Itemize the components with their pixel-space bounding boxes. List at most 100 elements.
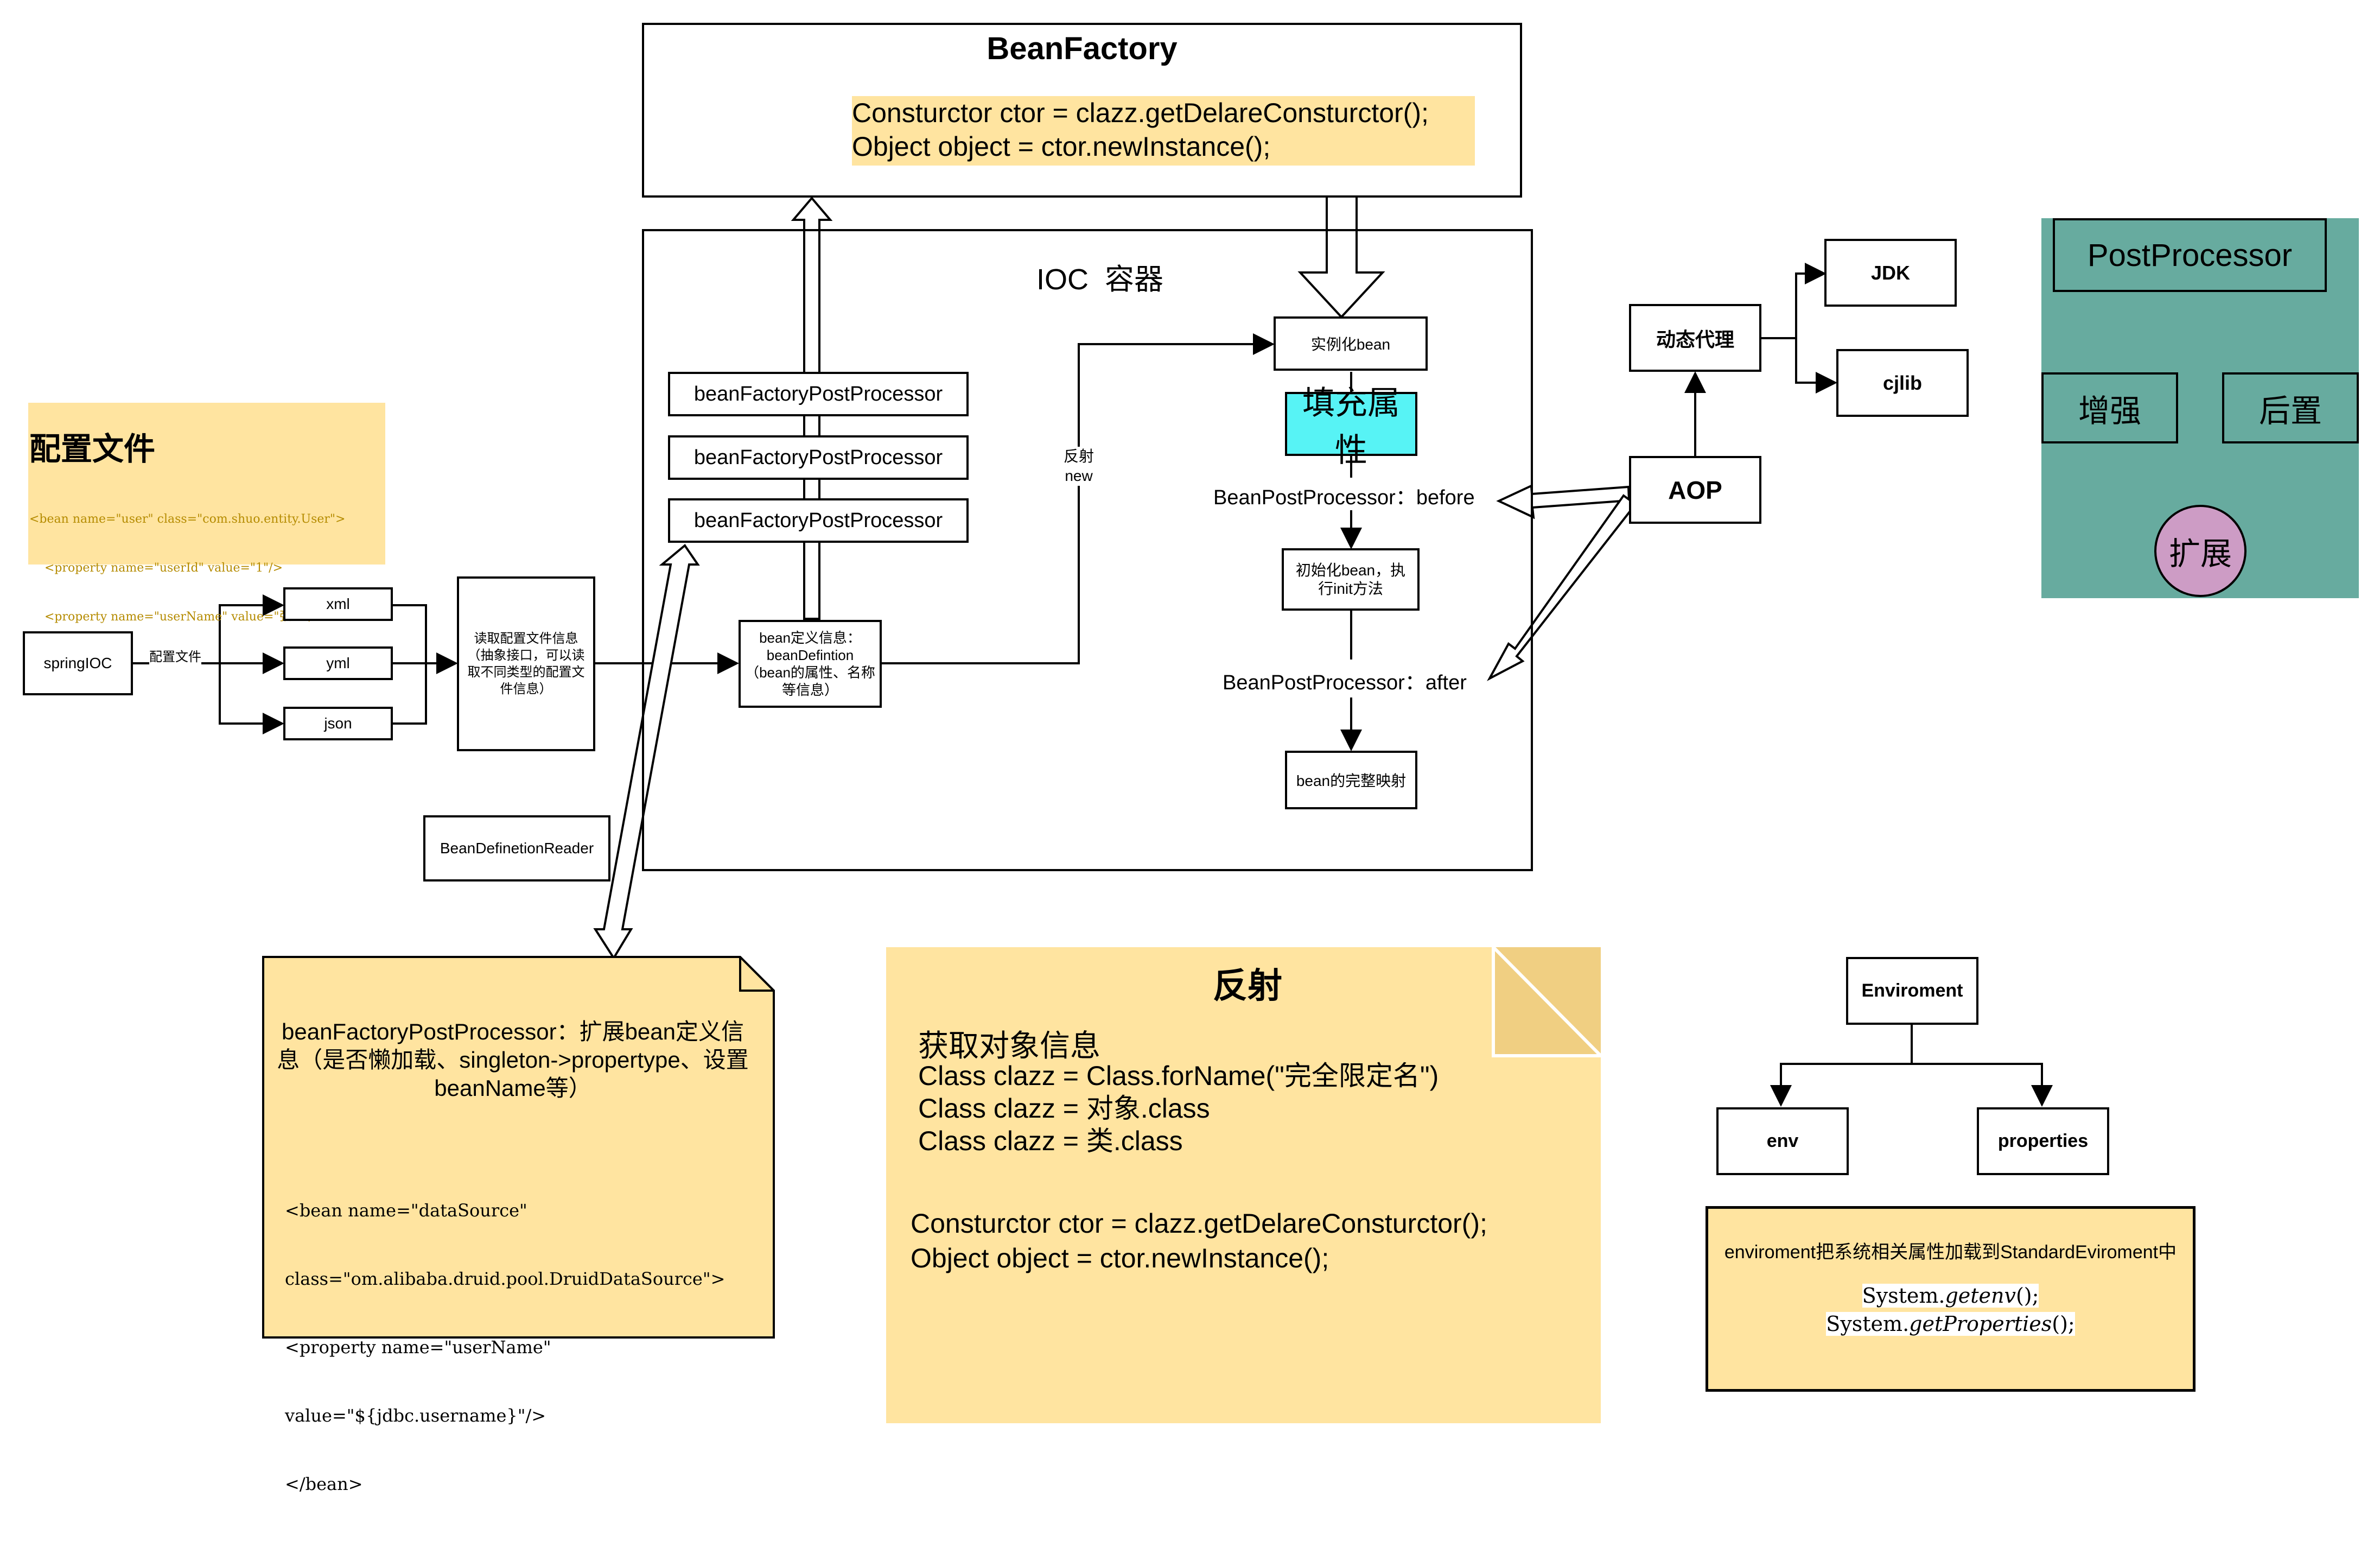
config-code-line-3: <property name="userName" value="张三"/> (29, 610, 323, 624)
reflection-line-3: Class clazz = 类.class (918, 1126, 1183, 1156)
bfpp-box-2: beanFactoryPostProcessor (668, 435, 969, 480)
reflect-new-label: 反射 new (1053, 447, 1105, 486)
env-code1-tail: (); (2015, 1284, 2039, 1308)
enviroment-note: enviroment把系统相关属性加载到StandardEviroment中 S… (1706, 1206, 2196, 1392)
diagram-canvas: BeanFactory Consturctor ctor = clazz.get… (23, 23, 2359, 1494)
instantiate-bean-label: 实例化bean (1310, 336, 1391, 353)
init-bean-label: 初始化bean，执行init方法 (1295, 561, 1406, 597)
enhance-label: 增强 (2078, 393, 2141, 429)
instantiate-bean-box: 实例化bean (1274, 316, 1428, 371)
bfpp-label-1: beanFactoryPostProcessor (693, 382, 943, 405)
ioc-container (642, 229, 1533, 871)
enviroment-code-line-2: System.getProperties(); (1708, 1312, 2193, 1336)
bean-factory-code-line2: Object object = ctor.newInstance(); (852, 131, 1271, 162)
bean-factory-title: BeanFactory (987, 31, 1178, 66)
extend-circle: 扩展 (2154, 505, 2247, 597)
format-xml-box: xml (283, 587, 393, 621)
post-after-box: 后置 (2222, 372, 2359, 443)
bean-definition-reader-label: BeanDefinetionReader (440, 840, 594, 857)
config-code-line-2: <property name="userId" value="1"/> (29, 561, 283, 575)
reflection-code: Consturctor ctor = clazz.getDelareConstu… (911, 1206, 1487, 1276)
reader-desc-label: 读取配置文件信息（抽象接口，可以读取不同类型的配置文件信息） (467, 631, 585, 696)
bean-factory-code-line1: Consturctor ctor = clazz.getDelareConstu… (852, 98, 1429, 128)
bean-definition-box: bean定义信息：beanDefintion（bean的属性、名称等信息） (739, 620, 882, 708)
bean-definition-reader-box: BeanDefinetionReader (423, 815, 610, 882)
edge-env-tree (1770, 1025, 1913, 1107)
format-yml-box: yml (283, 646, 393, 680)
bfpp-label-2: beanFactoryPostProcessor (693, 446, 943, 469)
bfpp-box-3: beanFactoryPostProcessor (668, 498, 969, 543)
bfpp-code-line-5: </bean> (285, 1474, 363, 1494)
enviroment-code-line-1: System.getenv(); (1708, 1284, 2193, 1308)
populate-properties-label: 填充属性 (1302, 385, 1400, 468)
edge-env-tree-right (1912, 1063, 2053, 1107)
bfpp-code-line-3: <property name="userName" (285, 1337, 551, 1358)
jdk-label: JDK (1870, 261, 1911, 284)
bfpp-note-text: beanFactoryPostProcessor：扩展bean定义信息（是否懒加… (277, 1019, 749, 1101)
env-code1-method: getenv (1945, 1284, 2016, 1308)
env-code2-tail: (); (2052, 1312, 2075, 1336)
config-file-note: 配置文件 <bean name="user" class="com.shuo.e… (28, 403, 385, 673)
reflection-line-2: Class clazz = 对象.class (918, 1093, 1210, 1124)
bfpp-note-code: <bean name="dataSource" class="om.alibab… (285, 1153, 725, 1541)
cjlib-label: cjlib (1882, 371, 1923, 394)
edge-beandef-to-instantiate (881, 333, 1275, 664)
edge-xml-to-reader (393, 604, 427, 663)
bfpp-label-3: beanFactoryPostProcessor (693, 509, 943, 532)
env-code2-obj: System. (1826, 1312, 1910, 1336)
post-processor-box: PostProcessor (2053, 218, 2327, 292)
bfpp-box-1: beanFactoryPostProcessor (668, 372, 969, 416)
aop-box: AOP (1629, 456, 1761, 524)
spring-ioc-box: springIOC (23, 631, 133, 695)
jdk-box: JDK (1824, 239, 1957, 307)
extend-label: 扩展 (2168, 536, 2232, 572)
aop-label: AOP (1668, 475, 1722, 504)
reader-desc-box: 读取配置文件信息（抽象接口，可以读取不同类型的配置文件信息） (457, 576, 595, 751)
env-code2-method: getProperties (1909, 1312, 2052, 1336)
config-file-title: 配置文件 (29, 432, 156, 467)
bpp-before-label: BeanPostProcessor：before (1213, 480, 1475, 510)
bean-factory-code: Consturctor ctor = clazz.getDelareConstu… (852, 96, 1475, 166)
edge-spring-to-json (219, 663, 284, 734)
format-json-box: json (283, 707, 393, 740)
complete-bean-box: bean的完整映射 (1285, 751, 1417, 809)
config-edge-label: 配置文件 (149, 646, 201, 665)
post-processor-label: PostProcessor (2087, 237, 2293, 273)
format-xml-label: xml (326, 595, 350, 612)
new-label: new (1065, 467, 1093, 484)
init-bean-box: 初始化bean，执行init方法 (1282, 548, 1420, 611)
enviroment-note-text: enviroment把系统相关属性加载到StandardEviroment中 (1724, 1242, 2177, 1263)
populate-properties-box: 填充属性 (1285, 385, 1417, 468)
spring-ioc-label: springIOC (43, 655, 112, 671)
edge-proxy-to-cjlib (1795, 338, 1837, 394)
env-box: env (1716, 1107, 1849, 1175)
bfpp-code-line-1: <bean name="dataSource" (285, 1200, 527, 1221)
bpp-after-label: BeanPostProcessor：after (1223, 665, 1467, 695)
dynamic-proxy-box: 动态代理 (1629, 304, 1761, 372)
edge-json-to-reader (393, 663, 427, 725)
enviroment-label: Enviroment (1861, 980, 1963, 1001)
reflection-code-line1: Consturctor ctor = clazz.getDelareConstu… (911, 1208, 1487, 1239)
reflection-line-1: Class clazz = Class.forName("完全限定名") (918, 1061, 1439, 1091)
bfpp-code-line-2: class="om.alibaba.druid.pool.DruidDataSo… (285, 1269, 726, 1289)
bfpp-code-line-4: value="${jdbc.username}"/> (285, 1405, 546, 1426)
reflection-subtitle: 获取对象信息 (918, 1029, 1100, 1063)
hollow-arrow-aop-to-after (1487, 494, 1637, 681)
env-label: env (1766, 1131, 1799, 1151)
dynamic-proxy-label: 动态代理 (1656, 328, 1734, 351)
env-code1-obj: System. (1862, 1284, 1945, 1308)
reflection-title: 反射 (1213, 966, 1282, 1005)
format-json-label: json (324, 715, 352, 732)
post-after-label: 后置 (2258, 393, 2322, 429)
properties-box: properties (1977, 1107, 2109, 1175)
enviroment-box: Enviroment (1846, 957, 1978, 1025)
config-code-line-1: <bean name="user" class="com.shuo.entity… (29, 512, 346, 526)
enhance-box: 增强 (2041, 372, 2178, 443)
properties-label: properties (1997, 1131, 2089, 1151)
complete-bean-label: bean的完整映射 (1296, 772, 1407, 789)
edge-proxy-to-jdk (1761, 263, 1827, 339)
bean-definition-label: bean定义信息：beanDefintion（bean的属性、名称等信息） (745, 630, 875, 698)
reflection-lines: Class clazz = Class.forName("完全限定名") Cla… (918, 1060, 1439, 1157)
ioc-title: IOC 容器 (1036, 263, 1164, 296)
reflection-code-line2: Object object = ctor.newInstance(); (911, 1243, 1329, 1273)
